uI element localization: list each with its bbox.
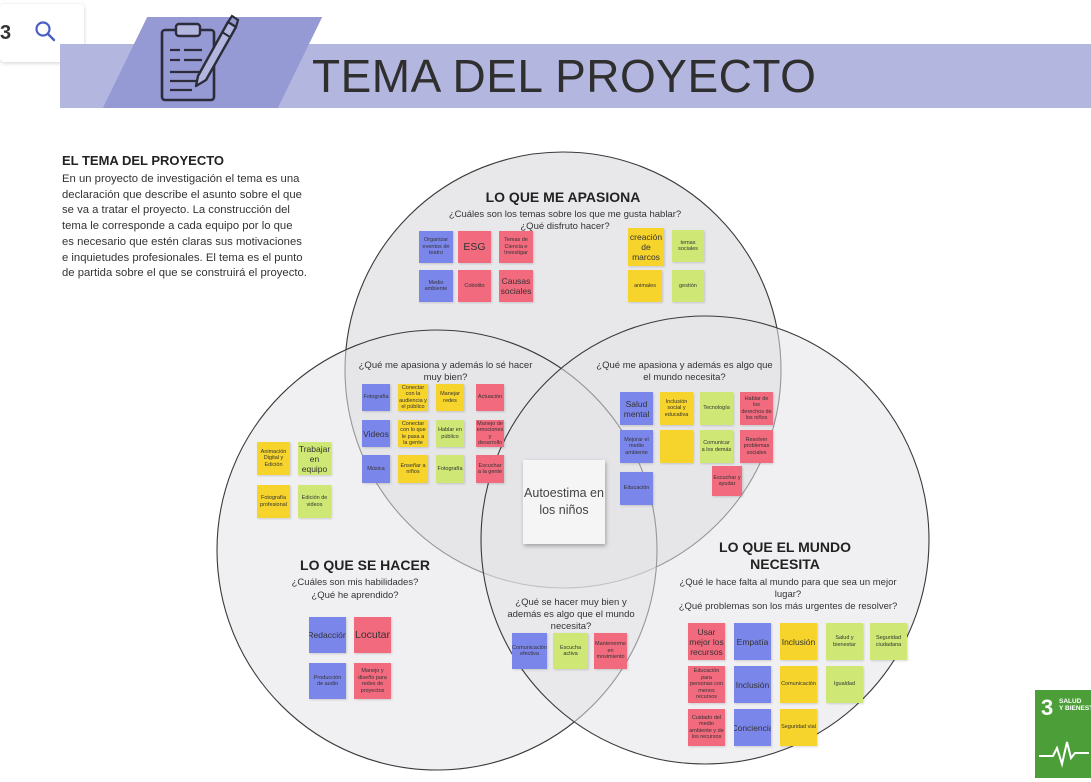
section-question: ¿Qué le hace falta al mundo para que sea… (679, 577, 897, 588)
sticky-note[interactable]: Actuación (476, 384, 504, 411)
sticky-note[interactable]: Organizar eventos de teatro (419, 231, 453, 263)
section-question: ¿Qué disfruto hacer? (520, 221, 610, 232)
sticky-note[interactable]: Cobolito (458, 270, 491, 302)
overlap-question: ¿Qué me apasiona y además lo sé hacer (358, 360, 533, 371)
intro-title: EL TEMA DEL PROYECTO (62, 153, 225, 168)
sticky-note[interactable]: Mejorar el medio ambiente (620, 430, 653, 463)
board-menu-icon[interactable]: 3 (0, 22, 12, 44)
circle-world (480, 315, 930, 765)
sticky-note[interactable]: Locutar (354, 617, 391, 653)
clipboard-pen-icon (158, 14, 240, 111)
section-title-world-2: NECESITA (750, 556, 820, 572)
sticky-note[interactable]: Hablar de los derechos de los niños (740, 392, 773, 425)
sticky-note[interactable]: Usar mejor los recursos (688, 623, 725, 660)
sticky-note[interactable]: Tecnología (700, 392, 733, 425)
sticky-note[interactable]: Fotografía (436, 455, 464, 483)
sdg-label: SALUD Y BIENESTAR (1059, 698, 1091, 712)
sticky-note[interactable]: Resolver problemas sociales (740, 430, 773, 463)
heartbeat-icon (1039, 741, 1089, 768)
sticky-note[interactable] (660, 430, 693, 463)
sticky-note[interactable]: Cuidado del medio ambiente y de los recu… (688, 709, 725, 746)
board-toolbar: 3 (0, 4, 84, 62)
sticky-note[interactable]: temas sociales (672, 230, 704, 262)
sdg-number: 3 (1041, 695, 1054, 720)
overlap-question: muy bien? (423, 372, 468, 383)
sticky-note[interactable]: Salud mental (620, 392, 653, 425)
sticky-note[interactable]: Educación (620, 472, 653, 505)
sticky-note[interactable]: Igualdad (826, 666, 863, 703)
section-title-world: LO QUE EL MUNDO (719, 539, 851, 555)
overlap-question: el mundo necesita? (643, 372, 726, 383)
sticky-note[interactable]: Hablar en público (436, 420, 464, 447)
sticky-note[interactable]: Comunicación (780, 666, 817, 703)
sticky-note[interactable]: Música (362, 455, 390, 483)
sticky-note[interactable]: Seguridad ciudadana (870, 623, 907, 660)
sticky-note[interactable]: animales (628, 270, 662, 302)
sticky-note[interactable]: Comunicación efectiva (512, 633, 547, 669)
sticky-note[interactable]: Manejar redes (436, 384, 464, 411)
overlap-question: necesita? (550, 621, 592, 632)
sticky-note[interactable]: Conciencia (734, 709, 771, 746)
sticky-note[interactable]: Inclusión (734, 666, 771, 703)
search-icon[interactable] (34, 20, 56, 48)
sticky-note[interactable]: Educación para personas con menos recurs… (688, 666, 725, 703)
sticky-note[interactable]: Conectar con la audiencia y el público (398, 384, 428, 411)
sticky-note[interactable]: Mantenerme en movimiento (594, 633, 627, 669)
sticky-note[interactable]: ESG (458, 231, 491, 263)
sticky-note[interactable]: Edición de videos (298, 485, 331, 518)
sticky-note[interactable]: Inclusión social y educativa (660, 392, 693, 425)
section-question: lugar? (774, 589, 802, 600)
sticky-note[interactable]: Producción de audio (309, 663, 346, 699)
sticky-note[interactable]: Escuchar y ayudar (712, 466, 742, 496)
sticky-note[interactable]: Trabajar en equipo (298, 442, 331, 475)
sticky-note[interactable]: Fotografía profesional (257, 485, 290, 518)
sticky-note[interactable]: Escuchar a la gente (476, 455, 504, 483)
page-title: TEMA DEL PROYECTO (312, 50, 817, 102)
sticky-note[interactable]: Comunicar a los demás (700, 430, 733, 463)
sticky-note[interactable]: Causas sociales (499, 270, 533, 302)
sticky-note[interactable]: Seguridad vial (780, 709, 817, 746)
sticky-note[interactable]: Salud y bienestar (826, 623, 863, 660)
sticky-note[interactable]: Conectar con lo que le pasa a la gente (398, 420, 428, 447)
sticky-note[interactable]: Temas de Ciencia e Investigar (499, 231, 533, 263)
overlap-question: además es algo que el mundo (507, 609, 635, 620)
section-question: ¿Cuáles son mis habilidades? (291, 577, 419, 588)
sticky-note[interactable]: Videos (362, 420, 390, 447)
intro-body: En un proyecto de investigación el tema … (62, 173, 307, 280)
sticky-note[interactable]: gestión (672, 270, 704, 302)
sdg-3-badge: 3 SALUD Y BIENESTAR (1035, 690, 1091, 778)
sticky-note[interactable]: Medio ambiente (419, 270, 453, 302)
section-title-passion: LO QUE ME APASIONA (485, 189, 641, 205)
sticky-note[interactable]: Manejo de emociones y desarrollo (476, 420, 504, 447)
center-topic-note[interactable]: Autoestima en los niños (523, 460, 605, 544)
sticky-note[interactable]: Redacción (309, 617, 346, 653)
sticky-note[interactable]: Enseñar a niños (398, 455, 428, 483)
sticky-note[interactable]: Escucha activa (553, 633, 588, 669)
overlap-question: ¿Qué se hacer muy bien y (515, 597, 627, 608)
sticky-note[interactable]: Animación Digital y Edición (257, 442, 290, 475)
section-title-skills: LO QUE SE HACER (300, 557, 430, 573)
sticky-note[interactable]: Manejo y diseño para redes de proyectos (354, 663, 391, 699)
section-question: ¿Cuáles son los temas sobre los que me g… (448, 209, 682, 220)
section-question: ¿Qué problemas son los más urgentes de r… (678, 601, 898, 612)
section-question: ¿Qué he aprendido? (311, 590, 399, 601)
sticky-note[interactable]: Empatía (734, 623, 771, 660)
overlap-question: ¿Qué me apasiona y además es algo que (596, 360, 773, 371)
sticky-note[interactable]: creación de marcos (628, 228, 664, 266)
sticky-note[interactable]: Fotografía (362, 384, 390, 411)
sticky-note[interactable]: Inclusión (780, 623, 817, 660)
